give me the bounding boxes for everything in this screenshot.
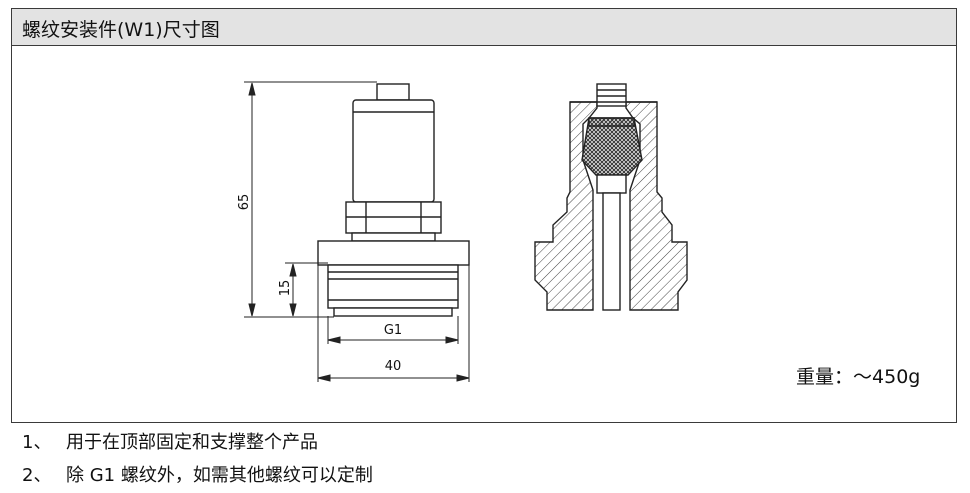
cross-section-view — [534, 83, 688, 311]
dim-label-40: 40 — [385, 359, 402, 374]
top-stud — [376, 83, 410, 101]
center-bore — [602, 192, 621, 311]
technical-drawing: 65 15 G1 40 — [237, 81, 688, 382]
note-item: 2、除 G1 螺纹外，如需其他螺纹可以定制 — [22, 459, 373, 492]
dim-label-15: 15 — [278, 280, 293, 297]
note-number: 1、 — [22, 432, 52, 453]
dim-label-65: 65 — [237, 194, 252, 211]
note-text: 用于在顶部固定和支撑整个产品 — [66, 432, 318, 453]
drawing-panel: 螺纹安装件(W1)尺寸图 — [11, 8, 957, 423]
note-number: 2、 — [22, 465, 52, 486]
dimension-lines — [244, 81, 470, 382]
dim-label-g1: G1 — [384, 323, 402, 338]
side-view — [317, 83, 470, 317]
cylinder-body — [352, 99, 435, 203]
panel-title: 螺纹安装件(W1)尺寸图 — [22, 19, 220, 41]
note-item: 1、用于在顶部固定和支撑整个产品 — [22, 426, 373, 459]
weight-label-text: 重量： — [796, 366, 854, 388]
left-section-half — [534, 101, 598, 311]
weight-label: 重量：～450g — [796, 362, 920, 389]
panel-header: 螺纹安装件(W1)尺寸图 — [12, 9, 956, 46]
note-text: 除 G1 螺纹外，如需其他螺纹可以定制 — [66, 465, 373, 486]
flange — [317, 240, 470, 266]
weight-value: ～450g — [853, 366, 921, 388]
notes-list: 1、用于在顶部固定和支撑整个产品 2、除 G1 螺纹外，如需其他螺纹可以定制 — [22, 426, 373, 492]
